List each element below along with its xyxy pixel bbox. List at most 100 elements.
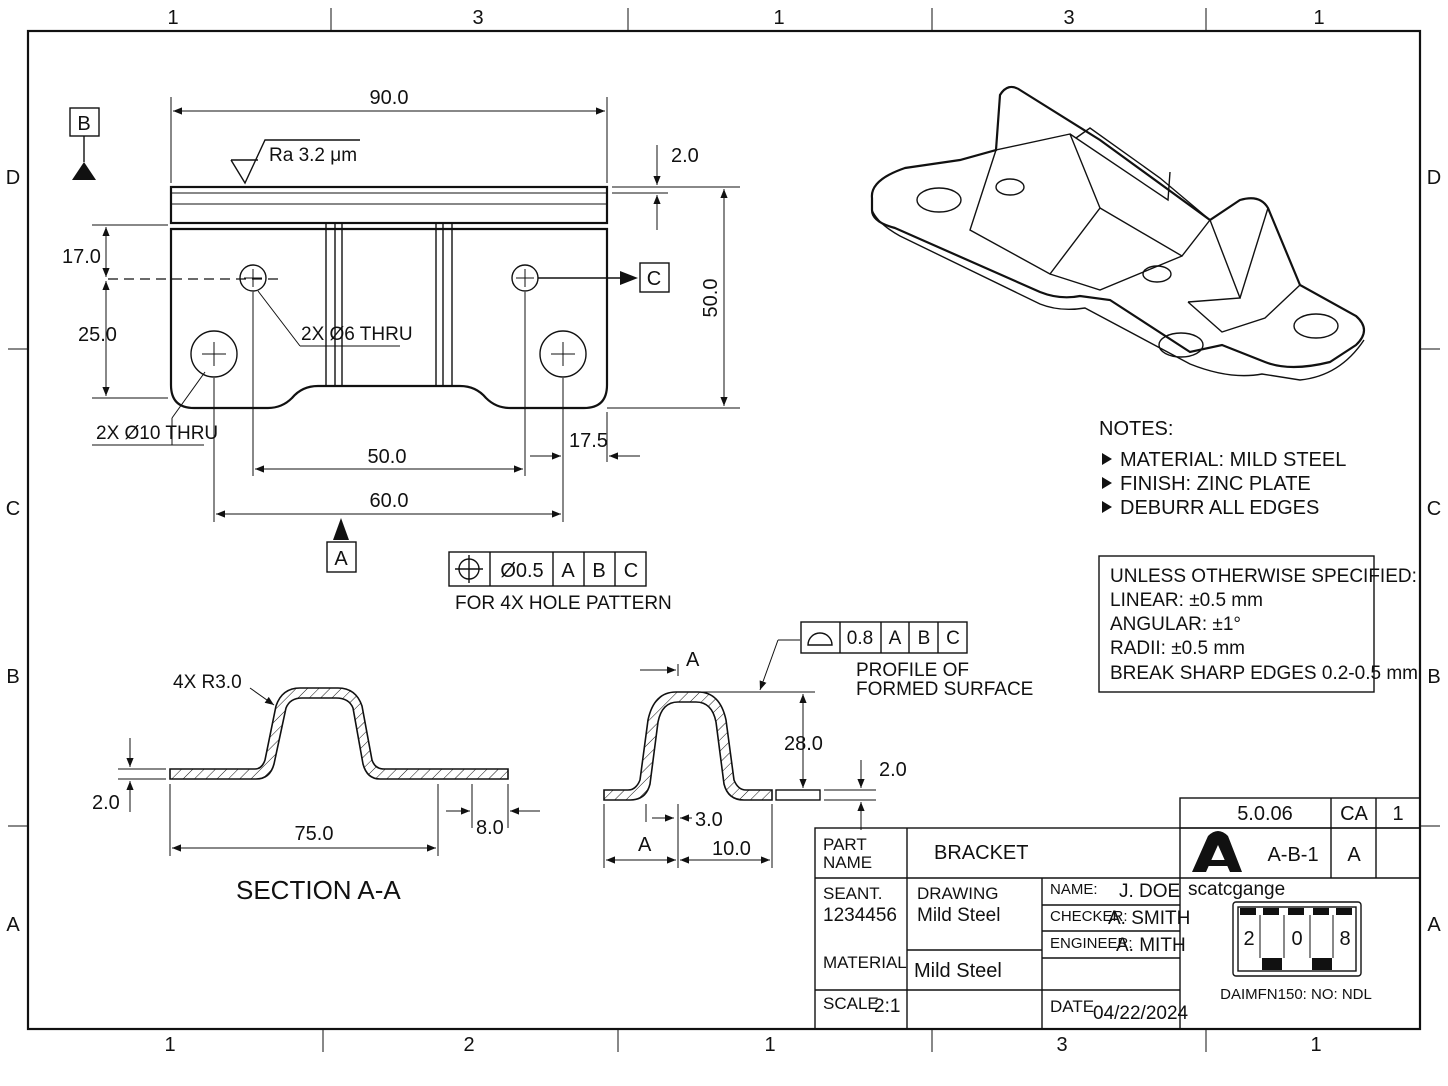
position-tolerance: Ø0.5 xyxy=(500,560,543,582)
zone-left-b: B xyxy=(6,666,19,688)
surface-finish-symbol xyxy=(230,139,360,185)
detail-gap: 3.0 xyxy=(695,809,723,831)
drawing-size: A xyxy=(1347,844,1361,866)
dim-height: 50.0 xyxy=(700,279,722,318)
name-value: J. DOE xyxy=(1119,881,1180,902)
profile-surface-icon xyxy=(807,632,833,646)
detail-height: 28.0 xyxy=(784,733,823,755)
tolerance-line: ANGULAR: ±1° xyxy=(1110,614,1241,635)
stamp-right: 8 xyxy=(1339,928,1350,950)
top-flange xyxy=(169,185,609,225)
detail-width: 10.0 xyxy=(712,838,751,860)
datum-c-label: C xyxy=(647,268,661,290)
datum-a-triangle xyxy=(333,518,349,540)
zone-bottom-3: 1 xyxy=(764,1034,775,1056)
profile-datum-3: C xyxy=(946,628,960,649)
rev-code: CA xyxy=(1340,803,1368,825)
material-value: Mild Steel xyxy=(914,960,1002,982)
scale-value: 2:1 xyxy=(874,996,900,1017)
zone-left-c: C xyxy=(6,498,20,520)
surface-finish-text: Ra 3.2 μm xyxy=(269,145,357,166)
checker-value: A. SMITH xyxy=(1108,908,1190,929)
front-view: 90.0 Ra 3.2 μm B 2.0 50.0 C 17.0 25.0 xyxy=(62,87,740,573)
seant-value: 1234456 xyxy=(823,905,897,926)
profile-tolerance: 0.8 xyxy=(847,628,873,649)
tolerance-line: LINEAR: ±0.5 mm xyxy=(1110,590,1263,611)
section-profile xyxy=(169,687,509,780)
rev-number: 5.0.06 xyxy=(1237,803,1293,825)
section-length: 75.0 xyxy=(295,823,334,845)
title-block-footer: DAIMFN150: NO: NDL xyxy=(1220,986,1372,1003)
section-thickness: 2.0 xyxy=(92,792,120,814)
drawing-value: Mild Steel xyxy=(917,905,1000,926)
detail-a-bottom: A xyxy=(638,834,652,856)
dim-60: 60.0 xyxy=(370,490,409,512)
border-rect xyxy=(26,29,1422,1031)
zone-top-2: 3 xyxy=(472,7,483,29)
stamp-mid: 0 xyxy=(1291,928,1302,950)
engineer-value: A. MITH xyxy=(1116,935,1186,956)
datum-c-box xyxy=(639,262,670,293)
part-name-label-2: NAME xyxy=(823,853,872,872)
bracket-body-outline xyxy=(169,227,609,410)
position-datum-2: B xyxy=(592,560,605,582)
zone-right-a: A xyxy=(1427,914,1441,936)
large-hole-left xyxy=(190,330,238,378)
stamp-left: 2 xyxy=(1243,928,1254,950)
position-feature-control-frame: Ø0.5 A B C FOR 4X HOLE PATTERN xyxy=(448,551,672,614)
iso-hole-2 xyxy=(995,178,1025,196)
detail-section xyxy=(603,691,773,801)
section-flange: 8.0 xyxy=(476,817,504,839)
part-name: BRACKET xyxy=(934,842,1028,864)
datum-a-box xyxy=(326,541,357,573)
position-datum-1: A xyxy=(561,560,575,582)
iso-hole-1 xyxy=(916,187,962,213)
title-block: 5.0.06 CA 1 PART NAME BRACKET A-B-1 A SE… xyxy=(814,797,1421,1030)
dim-17: 17.0 xyxy=(62,246,101,268)
iso-hole-3 xyxy=(1142,265,1172,283)
company-logo-icon xyxy=(1192,831,1242,872)
hole-large-callout: 2X Ø10 THRU xyxy=(96,423,218,444)
checker-label: CHECKER: xyxy=(1050,908,1128,925)
date-value: 04/22/2024 xyxy=(1093,1003,1189,1024)
tolerance-line: BREAK SHARP EDGES 0.2-0.5 mm xyxy=(1110,663,1418,684)
iso-hole-5 xyxy=(1293,313,1339,339)
zone-top-3: 1 xyxy=(773,7,784,29)
datum-b-triangle xyxy=(72,162,96,180)
zone-bottom-4: 3 xyxy=(1056,1034,1067,1056)
iso-hole-4 xyxy=(1158,332,1204,358)
zone-bottom-5: 1 xyxy=(1310,1034,1321,1056)
drawing-label: DRAWING xyxy=(917,884,999,903)
datum-a-label: A xyxy=(334,548,348,570)
note-item: MATERIAL: MILD STEEL xyxy=(1120,449,1346,471)
dim-thickness: 2.0 xyxy=(671,145,699,167)
notes-block: NOTES: MATERIAL: MILD STEEL FINISH: ZINC… xyxy=(1099,418,1346,519)
dim-25: 25.0 xyxy=(78,324,117,346)
profile-datum-1: A xyxy=(889,628,902,649)
zone-right-d: D xyxy=(1427,167,1441,189)
detail-thickness: 2.0 xyxy=(879,759,907,781)
dim-width: 90.0 xyxy=(370,87,409,109)
zone-top-1: 1 xyxy=(167,7,178,29)
note-item: FINISH: ZINC PLATE xyxy=(1120,473,1311,495)
large-hole-right xyxy=(539,330,587,378)
company-name: scatcgange xyxy=(1188,879,1285,900)
dim-17-5: 17.5 xyxy=(569,430,608,452)
small-hole-left xyxy=(239,264,267,292)
notes-title: NOTES: xyxy=(1099,418,1173,440)
material-label: MATERIAL xyxy=(823,953,907,972)
detail-profile: A 28.0 2.0 3.0 A 10.0 xyxy=(603,639,907,868)
zone-right-c: C xyxy=(1427,498,1441,520)
scale-label: SCALE xyxy=(823,994,879,1013)
approval-stamp: 2 0 8 xyxy=(1232,901,1362,977)
note-item: DEBURR ALL EDGES xyxy=(1120,497,1319,519)
drawing-frame: 1 3 1 3 1 1 2 1 3 1 D C B A D C B A xyxy=(6,7,1442,1056)
profile-datum-2: B xyxy=(918,628,931,649)
zone-top-4: 3 xyxy=(1063,7,1074,29)
datum-b-label: B xyxy=(77,113,90,135)
name-label: NAME: xyxy=(1050,881,1098,898)
iso-outline xyxy=(870,85,1366,369)
section-title: SECTION A-A xyxy=(236,875,401,905)
seant-label: SEANT. xyxy=(823,884,883,903)
